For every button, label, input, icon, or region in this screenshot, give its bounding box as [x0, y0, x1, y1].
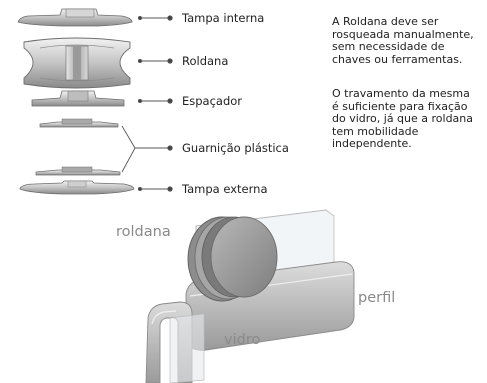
- espacador-part: [31, 90, 125, 107]
- tampa-interna-part: [17, 8, 133, 27]
- roldana-part: [23, 37, 131, 89]
- description-line: tem mobilidade: [332, 124, 419, 138]
- label-roldana: Roldana: [182, 54, 229, 68]
- label-vidro: vidro: [224, 332, 261, 348]
- description-paragraph-2: O travamento da mesma é suficiente para …: [332, 87, 474, 151]
- description-line: independente.: [332, 137, 412, 150]
- description-line: A Roldana deve ser: [332, 15, 439, 28]
- label-perfil: perfil: [358, 290, 396, 306]
- description-line: chaves ou ferramentas.: [332, 52, 463, 66]
- description-line: O travamento da mesma: [332, 87, 470, 100]
- label-espacador: Espaçador: [182, 94, 243, 108]
- description-line: rosqueada manualmente,: [332, 27, 474, 41]
- label-tampa-externa: Tampa externa: [182, 182, 268, 196]
- description-line: do vidro, já que a roldana: [332, 112, 474, 125]
- roldana-wheel: [210, 216, 278, 298]
- assembly-illustration: [145, 209, 355, 383]
- description-line: sem necessidade de: [332, 40, 445, 53]
- label-roldana-assembly: roldana: [116, 224, 171, 240]
- guarnicao-upper-part: [39, 118, 119, 128]
- leader-lines: [121, 15, 173, 192]
- description-line: é suficiente para fixação: [332, 99, 468, 113]
- description-paragraph-1: A Roldana deve ser rosqueada manualmente…: [332, 15, 474, 66]
- label-tampa-interna: Tampa interna: [182, 11, 265, 25]
- tampa-externa-part: [19, 180, 135, 195]
- guarnicao-lower-part: [35, 166, 121, 176]
- label-guarnicao-plastica: Guarnição plástica: [182, 141, 289, 155]
